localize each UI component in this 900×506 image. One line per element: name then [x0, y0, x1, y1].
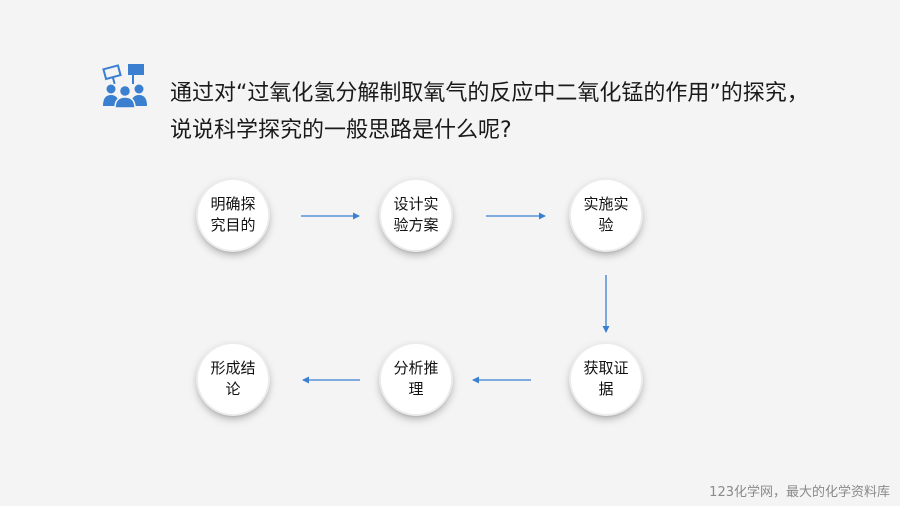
question-text: 通过对“过氧化氢分解制取氧气的反应中二氧化锰的作用”的探究，说说科学探究的一般思… [170, 81, 809, 143]
step-label: 分析推理 [393, 359, 439, 398]
step-node-3: 实施实验 [571, 180, 641, 250]
group-discussion-icon [101, 62, 151, 109]
step-node-1: 明确探究目的 [198, 180, 268, 250]
step-node-4: 获取证据 [571, 344, 641, 414]
step-label: 获取证据 [583, 359, 629, 398]
footer-watermark: 123化学网，最大的化学资料库 [709, 485, 890, 500]
step-label: 实施实验 [583, 195, 629, 234]
step-label: 设计实验方案 [393, 195, 439, 234]
step-node-6: 形成结论 [198, 344, 268, 414]
step-label: 明确探究目的 [210, 195, 256, 234]
step-label: 形成结论 [210, 359, 256, 398]
step-node-2: 设计实验方案 [381, 180, 451, 250]
step-node-5: 分析推理 [381, 344, 451, 414]
